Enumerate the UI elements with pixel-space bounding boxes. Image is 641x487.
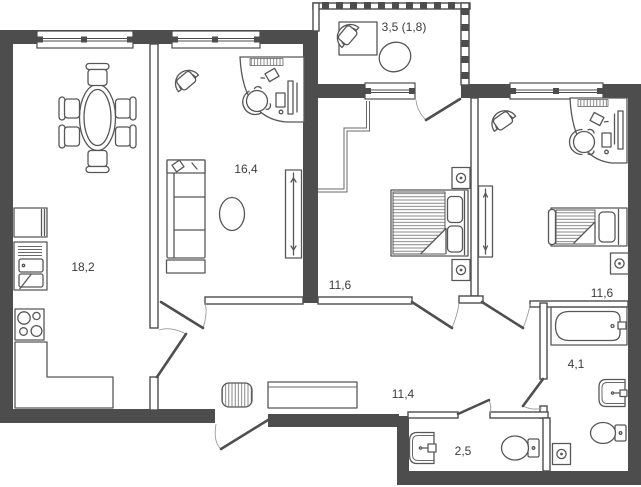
room-label-hallway: 11,4 <box>392 387 415 401</box>
dining-chair <box>114 124 137 149</box>
room-label-wc: 2,5 <box>455 444 472 458</box>
room-label-balcony: 3,5 (1,8) <box>382 20 427 34</box>
double-bed <box>390 189 469 257</box>
doors <box>155 97 545 451</box>
balcony-glazing-hatches <box>322 2 469 79</box>
balcony-wall-left <box>312 2 320 32</box>
bedroom-2: 11,6 <box>477 97 630 300</box>
bathroom: 4,1 <box>550 306 628 466</box>
wall-wc-left <box>397 416 409 472</box>
monitor <box>287 80 294 115</box>
sofa <box>165 159 206 274</box>
wall-kitchen-divider <box>149 43 159 329</box>
door-bedroom1 <box>410 300 460 330</box>
wall-bottom-kitchen <box>0 409 215 423</box>
pillow <box>598 211 616 243</box>
bathtub <box>550 306 628 346</box>
bedroom1-shaft-niche <box>318 101 370 193</box>
wall-right <box>628 84 641 485</box>
entrance-door <box>214 418 270 451</box>
toilet <box>500 435 540 461</box>
bedroom-1: 11,6 <box>329 166 471 292</box>
balcony: 3,5 (1,8) <box>331 18 427 73</box>
wardrobe-sliding <box>477 185 494 258</box>
room-kitchen-living: 18,2 <box>13 62 137 409</box>
wall-wc-top-left <box>407 411 459 419</box>
pouf <box>218 196 246 232</box>
door-bedroom2 <box>480 300 531 330</box>
desk-lamp <box>589 111 609 127</box>
wall-bathroom-left <box>539 302 548 380</box>
nightstand-lamp <box>609 252 630 275</box>
window-balcony-wall <box>364 82 416 100</box>
dining-chair <box>58 96 81 121</box>
dining-chair <box>114 96 137 121</box>
door-balcony <box>415 97 462 122</box>
wall-between-bedrooms <box>470 97 479 297</box>
dining-chair <box>58 124 81 149</box>
room-label-living: 16,4 <box>234 162 258 176</box>
radiator-bench <box>221 382 253 408</box>
room-label-kitchen-living: 18,2 <box>71 260 95 274</box>
hallway-cabinet <box>267 381 358 409</box>
desk-chair <box>568 128 596 156</box>
wall-kitchen-divider-stub <box>149 376 159 411</box>
hallway: 11,4 <box>221 381 415 409</box>
room-living: 16,4 <box>165 56 305 274</box>
wc: 2,5 <box>408 431 540 465</box>
wall-bedroom1-bottom <box>317 296 413 305</box>
kitchen-counter <box>14 341 114 409</box>
ventilation-icon <box>551 442 572 466</box>
room-label-bathroom: 4,1 <box>568 357 585 371</box>
wall-bottom-entry <box>268 414 399 427</box>
interior-walls <box>149 43 629 472</box>
balcony-pouf <box>378 41 412 73</box>
window-room16 <box>171 30 261 49</box>
wall-under-balcony <box>315 84 367 98</box>
wall-bottom-right <box>397 471 641 485</box>
door-room16 <box>159 300 207 330</box>
wall-left <box>0 30 13 423</box>
single-bed <box>547 207 628 247</box>
room-label-bedroom1: 11,6 <box>329 278 352 292</box>
washbasin <box>598 378 628 408</box>
wall-wc-bath-divider <box>542 417 551 472</box>
fridge <box>13 207 48 238</box>
wall-between-bedrooms-base <box>458 295 484 304</box>
wall-hall-top <box>204 296 304 305</box>
window-kitchen <box>36 30 134 49</box>
dining-chairs <box>58 62 137 174</box>
door-kitchen <box>155 328 188 379</box>
washbasin <box>408 431 437 465</box>
wall-room16-bedroom1 <box>303 30 318 303</box>
door-bathroom <box>521 377 545 410</box>
dining-chair <box>85 62 110 87</box>
pillow <box>446 225 464 253</box>
wardrobe-sliding <box>284 169 303 259</box>
window-bedroom2 <box>509 82 604 100</box>
door-wc <box>456 398 492 416</box>
room-label-bedroom2: 11,6 <box>591 286 614 300</box>
balcony-glazing <box>312 2 471 86</box>
desk-lamp <box>260 67 280 83</box>
monitor <box>617 110 624 150</box>
stove <box>14 308 45 341</box>
dining-table <box>78 83 117 152</box>
kitchen-sink-unit <box>13 241 48 291</box>
nightstand-lamp <box>451 166 471 190</box>
dining-chair <box>85 149 110 174</box>
wall-wc-top-right <box>489 411 549 419</box>
pillow <box>446 195 464 224</box>
toilet <box>589 421 627 445</box>
windows <box>36 30 604 100</box>
nightstand-lamp <box>451 258 471 282</box>
